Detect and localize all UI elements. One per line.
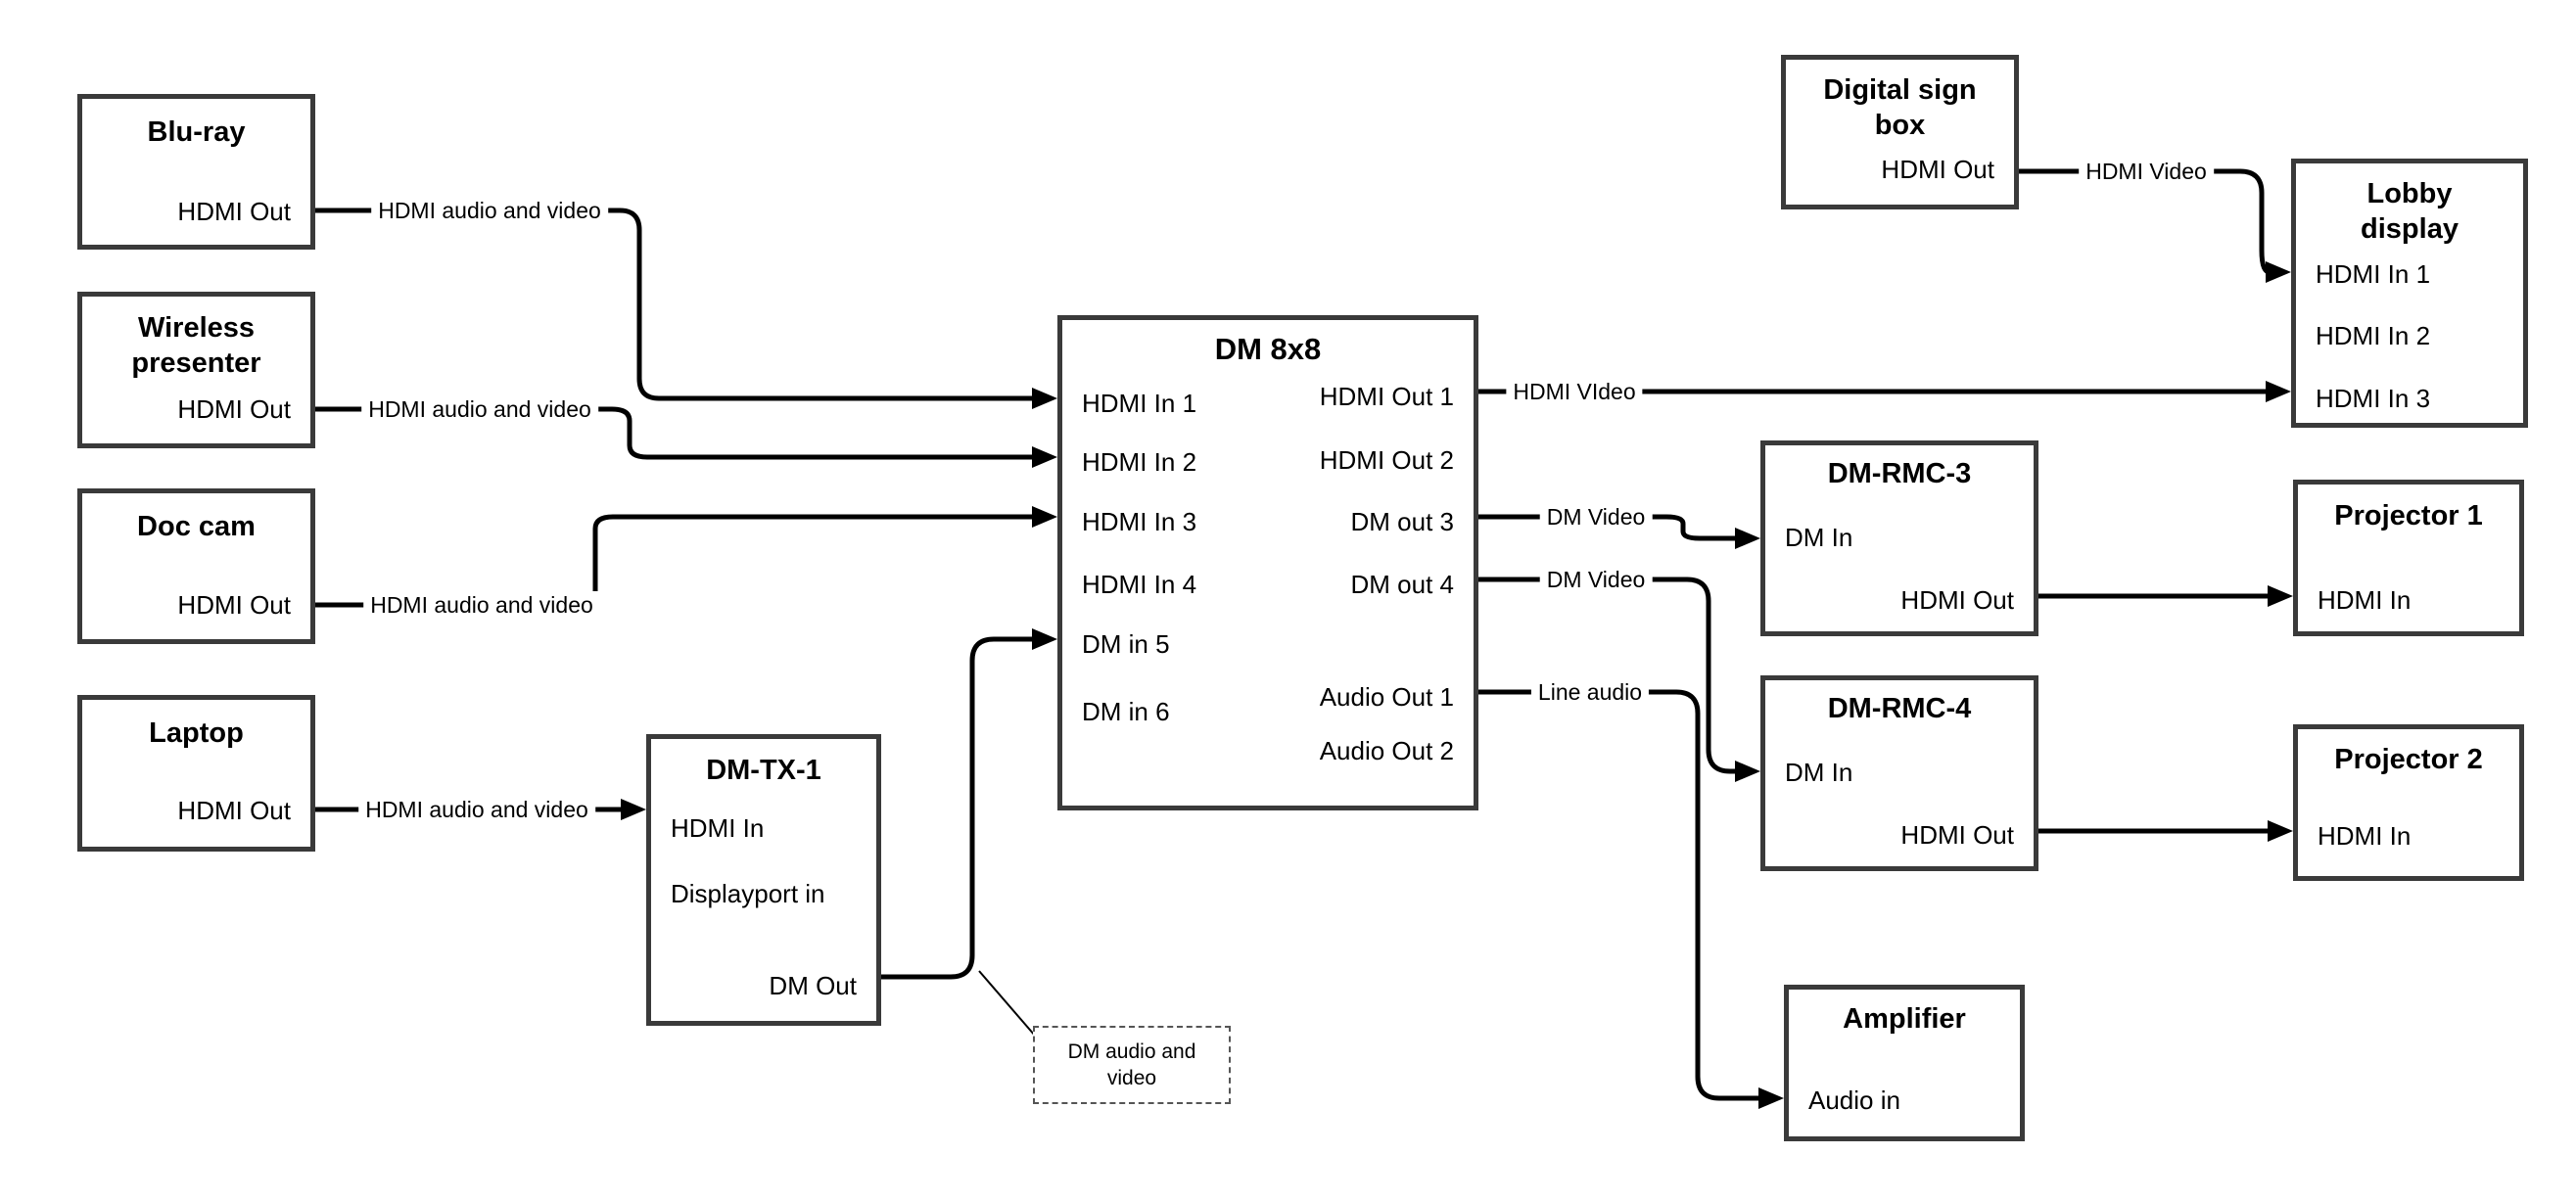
device-box-dm-rmc-3: DM-RMC-3 DM In HDMI Out (1760, 440, 2038, 636)
device-box-doc-cam: Doc cam HDMI Out (77, 488, 315, 644)
dm8x8-port-hdmi-in-4: HDMI In 4 (1082, 570, 1197, 599)
dm8x8-port-audio-out-1: Audio Out 1 (1319, 682, 1454, 712)
lobby-port-hdmi-in-1: HDMI In 1 (2316, 259, 2431, 289)
arrowhead-dm8x8-in3 (1032, 506, 1057, 528)
annotation-note-dm-audio-video: DM audio and video (1033, 1026, 1231, 1104)
arrowhead-dmtx1-hdmi-in (621, 799, 646, 820)
device-box-laptop: Laptop HDMI Out (77, 695, 315, 852)
dmrmc3-port-hdmi-out: HDMI Out (1900, 585, 2014, 615)
wireless-title: Wireless presenter (131, 312, 261, 379)
arrowhead-dmrmc4-dm-in (1735, 761, 1760, 782)
arrowhead-lobby-in1 (2266, 261, 2291, 283)
arrowhead-dm8x8-in5 (1032, 628, 1057, 650)
connection-label-dm-video-out4: DM Video (1539, 566, 1653, 593)
connection-label-bluray-hdmi-av: HDMI audio and video (371, 197, 608, 224)
device-box-bluray: Blu-ray HDMI Out (77, 94, 315, 250)
lobby-port-hdmi-in-2: HDMI In 2 (2316, 321, 2431, 350)
laptop-title: Laptop (149, 717, 244, 749)
device-box-dm-tx-1: DM-TX-1 HDMI In Displayport in DM Out (646, 734, 881, 1026)
dm8x8-port-dm-out-3: DM out 3 (1350, 507, 1455, 536)
dmrmc3-port-dm-in: DM In (1785, 523, 1853, 552)
doccam-title: Doc cam (137, 511, 256, 542)
dm8x8-port-hdmi-in-3: HDMI In 3 (1082, 507, 1197, 536)
arrowhead-proj1-hdmi-in (2268, 585, 2293, 607)
lobby-port-hdmi-in-3: HDMI In 3 (2316, 384, 2431, 413)
dm8x8-port-hdmi-in-2: HDMI In 2 (1082, 447, 1197, 477)
wireless-port-hdmi-out: HDMI Out (177, 394, 291, 424)
arrowhead-dm8x8-in2 (1032, 446, 1057, 468)
arrowhead-dm8x8-in1 (1032, 388, 1057, 409)
dmtx1-port-dm-out: DM Out (769, 971, 857, 1000)
connection-label-hdmi-video-main: HDMI VIdeo (1506, 378, 1643, 405)
device-box-projector-1: Projector 1 HDMI In (2293, 480, 2524, 636)
device-box-wireless-presenter: Wireless presenter HDMI Out (77, 292, 315, 448)
dmrmc4-port-dm-in: DM In (1785, 758, 1853, 787)
dm8x8-port-dm-out-4: DM out 4 (1350, 570, 1455, 599)
arrowhead-amplifier-audio-in (1758, 1087, 1784, 1109)
laptop-port-hdmi-out: HDMI Out (177, 796, 291, 825)
dm8x8-port-hdmi-in-1: HDMI In 1 (1082, 389, 1197, 418)
dmtx1-port-hdmi-in: HDMI In (671, 813, 765, 843)
arrowhead-proj2-hdmi-in (2268, 820, 2293, 842)
note-leader-line (978, 970, 1036, 1037)
connector-dmtx1-to-dm8x8-in5 (881, 636, 1036, 980)
dm8x8-port-dm-in-6: DM in 6 (1082, 697, 1170, 726)
bluray-title: Blu-ray (147, 116, 246, 148)
amplifier-title: Amplifier (1843, 1003, 1966, 1035)
dm8x8-port-hdmi-out-2: HDMI Out 2 (1319, 445, 1454, 475)
connection-label-line-audio: Line audio (1530, 678, 1650, 706)
device-box-digital-sign-box: Digital sign box HDMI Out (1781, 55, 2019, 209)
connection-label-wireless-hdmi-av: HDMI audio and video (361, 395, 598, 423)
dmrmc3-title: DM-RMC-3 (1827, 458, 1972, 489)
doccam-port-hdmi-out: HDMI Out (177, 590, 291, 620)
dm8x8-port-hdmi-out-1: HDMI Out 1 (1319, 382, 1454, 411)
dmtx1-title: DM-TX-1 (706, 755, 821, 786)
device-box-dm-8x8: DM 8x8 HDMI In 1 HDMI In 2 HDMI In 3 HDM… (1057, 315, 1478, 810)
connection-label-laptop-hdmi-av: HDMI audio and video (358, 796, 595, 823)
device-box-amplifier: Amplifier Audio in (1784, 985, 2025, 1141)
connector-digitalsign-to-lobby-in1 (2019, 168, 2271, 275)
connector-wireless-to-dm8x8-in2 (315, 406, 1036, 460)
proj2-title: Projector 2 (2334, 744, 2483, 775)
amplifier-port-audio-in: Audio in (1808, 1086, 1900, 1115)
connection-label-hdmi-video-sign: HDMI Video (2079, 158, 2214, 185)
dm8x8-title: DM 8x8 (1214, 332, 1322, 366)
digitalsign-title: Digital sign box (1823, 74, 1977, 141)
dm8x8-port-audio-out-2: Audio Out 2 (1319, 736, 1454, 765)
lobby-title: Lobby display (2361, 178, 2459, 245)
arrowhead-lobby-in3 (2266, 381, 2291, 402)
device-box-lobby-display: Lobby display HDMI In 1 HDMI In 2 HDMI I… (2291, 159, 2528, 428)
connector-bluray-to-dm8x8-in1 (315, 208, 1036, 401)
connector-dm8x8-out4-to-dmrmc4 (1478, 577, 1739, 774)
bluray-port-hdmi-out: HDMI Out (177, 197, 291, 226)
connection-label-dm-video-out3: DM Video (1539, 503, 1653, 531)
connector-dm8x8-out3-to-dmrmc3 (1478, 514, 1739, 541)
digitalsign-port-hdmi-out: HDMI Out (1881, 155, 1994, 184)
arrowhead-dmrmc3-dm-in (1735, 528, 1760, 549)
connector-dm8x8-aout1-to-amplifier (1478, 689, 1762, 1101)
arrowheads (621, 261, 2293, 1109)
device-box-dm-rmc-4: DM-RMC-4 DM In HDMI Out (1760, 675, 2038, 871)
dmrmc4-port-hdmi-out: HDMI Out (1900, 820, 2014, 850)
dmrmc4-title: DM-RMC-4 (1827, 693, 1972, 724)
dm8x8-port-dm-in-5: DM in 5 (1082, 629, 1170, 659)
connection-label-doccam-hdmi-av: HDMI audio and video (363, 591, 600, 619)
proj1-title: Projector 1 (2334, 500, 2483, 531)
device-box-projector-2: Projector 2 HDMI In (2293, 724, 2524, 881)
dmtx1-port-displayport-in: Displayport in (671, 879, 825, 908)
proj1-port-hdmi-in: HDMI In (2318, 585, 2412, 615)
proj2-port-hdmi-in: HDMI In (2318, 821, 2412, 851)
